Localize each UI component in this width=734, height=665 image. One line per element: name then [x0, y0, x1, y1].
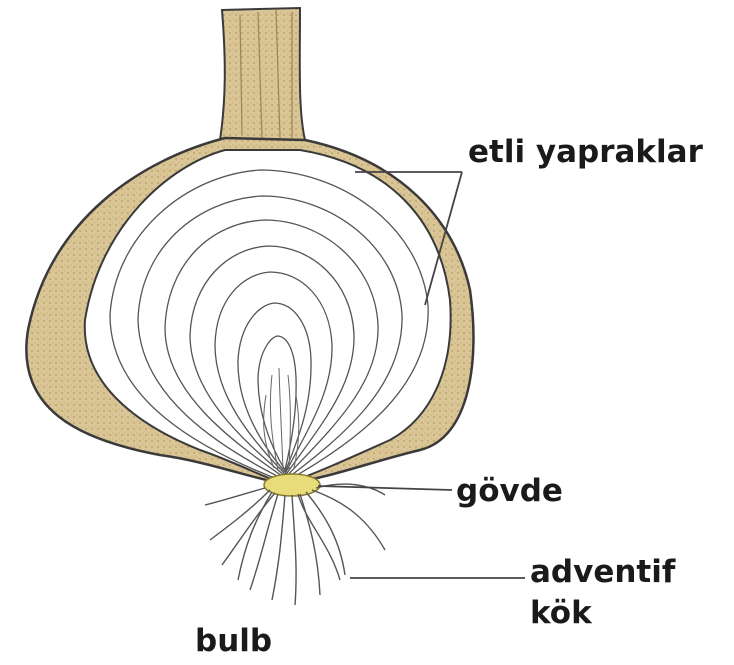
- label-stem: gövde: [456, 476, 563, 507]
- diagram-title: bulb: [195, 626, 272, 657]
- adventitious-roots: [205, 484, 385, 605]
- leader-govde: [318, 486, 452, 490]
- label-adventitious-root-line1: adventif: [530, 557, 675, 588]
- label-adventitious-root-line2: kök: [530, 598, 592, 629]
- label-fleshy-leaves: etli yapraklar: [468, 137, 703, 168]
- stem-plate: [264, 474, 320, 496]
